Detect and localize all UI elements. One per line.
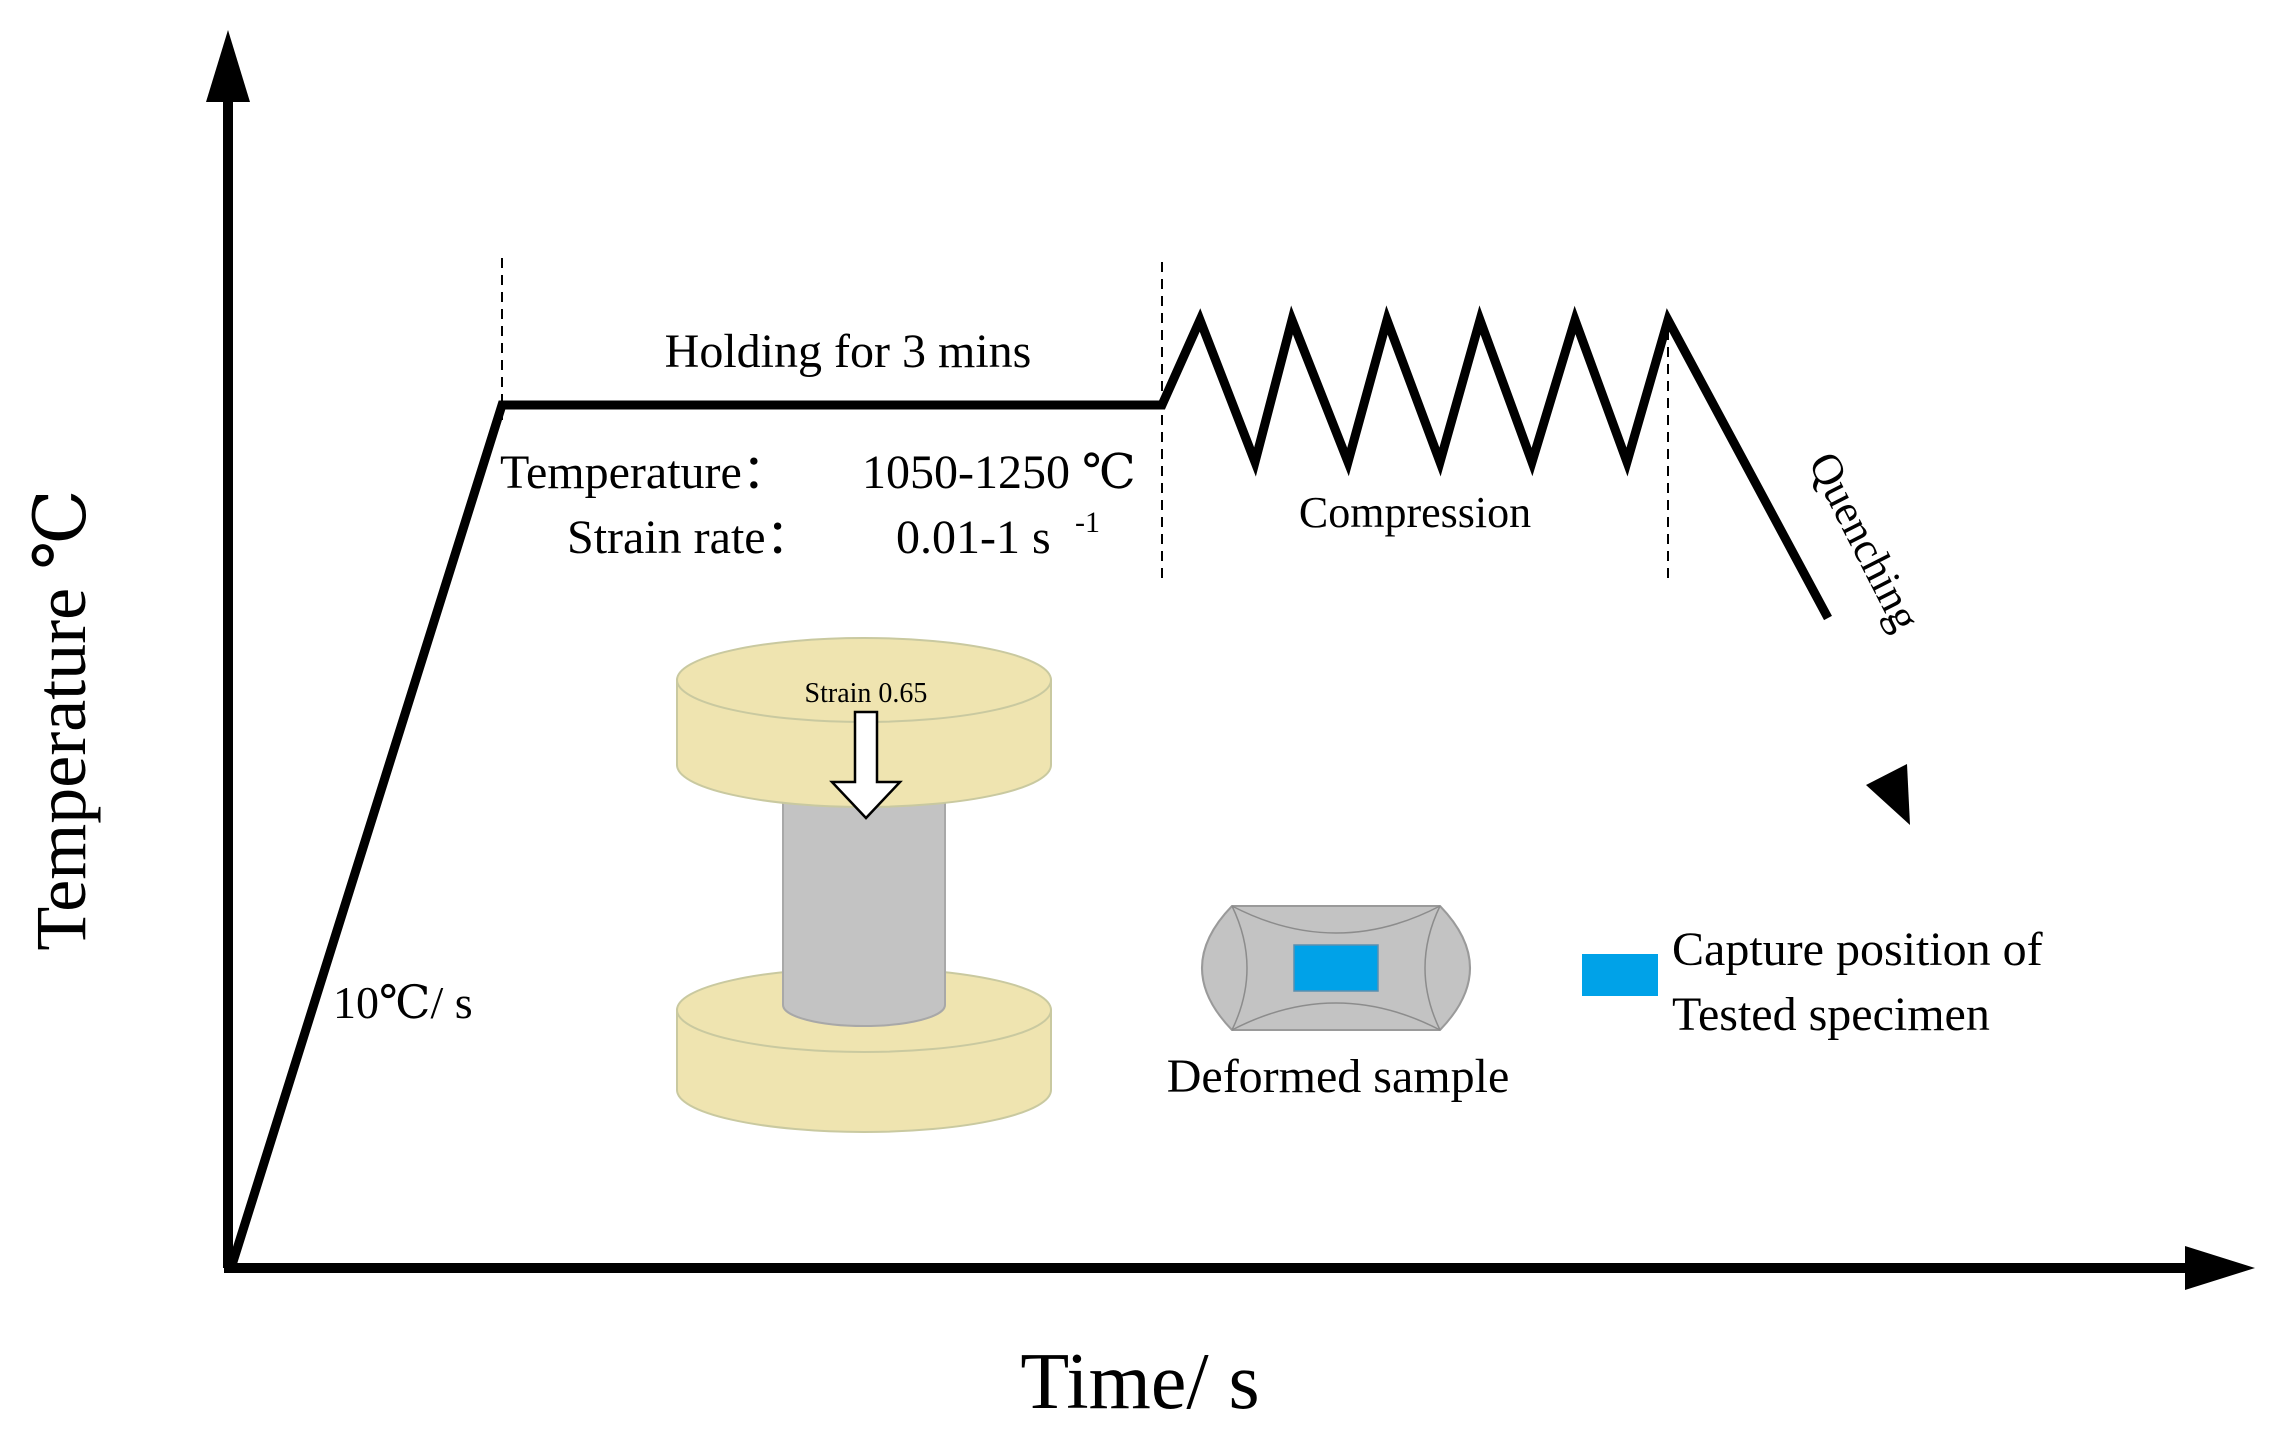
legend: Capture position of Tested specimen [1582,923,2043,1041]
capture-region [1293,944,1379,992]
strain-rate-label: Strain rate： [567,511,814,564]
deformed-sample-contour-right [1424,905,1441,1031]
y-axis-arrow-icon [206,30,250,102]
x-axis-arrow-icon [2185,1246,2255,1290]
compression-specimen: Strain 0.65 [676,637,1052,1133]
strain-rate-value: 0.01-1 s [896,511,1051,564]
axes [206,30,2255,1290]
strain-arrow-icon [829,710,903,820]
temperature-range-value: 1050-1250 ℃ [862,446,1136,499]
strain-label: Strain 0.65 [805,678,928,709]
y-axis-label: Temperature ℃ [21,489,101,950]
deformed-sample-contour-top [1231,905,1441,934]
specimen-cylinder [782,799,946,1027]
x-axis-label: Time/ s [1020,1338,1259,1426]
holding-label: Holding for 3 mins [665,325,1032,378]
legend-text-line2: Tested specimen [1672,988,1990,1041]
temperature-range-label: Temperature： [500,446,790,499]
compression-label: Compression [1299,488,1531,537]
legend-swatch [1582,954,1658,996]
stage-separators [501,258,1669,578]
deformed-sample-label: Deformed sample [1167,1050,1510,1103]
deformed-sample-contour-left [1231,905,1248,1031]
heating-rate-label: 10℃/ s [333,977,473,1028]
heating-holding-line [227,305,1832,1267]
deformed-sample: Deformed sample [1167,905,1510,1103]
legend-text-line1: Capture position of [1672,923,2043,976]
process-curve [227,305,1910,1267]
deformed-sample-contour-bottom [1231,1002,1441,1031]
quench-arrow-icon [1866,764,1910,825]
strain-rate-exponent: -1 [1075,506,1100,539]
